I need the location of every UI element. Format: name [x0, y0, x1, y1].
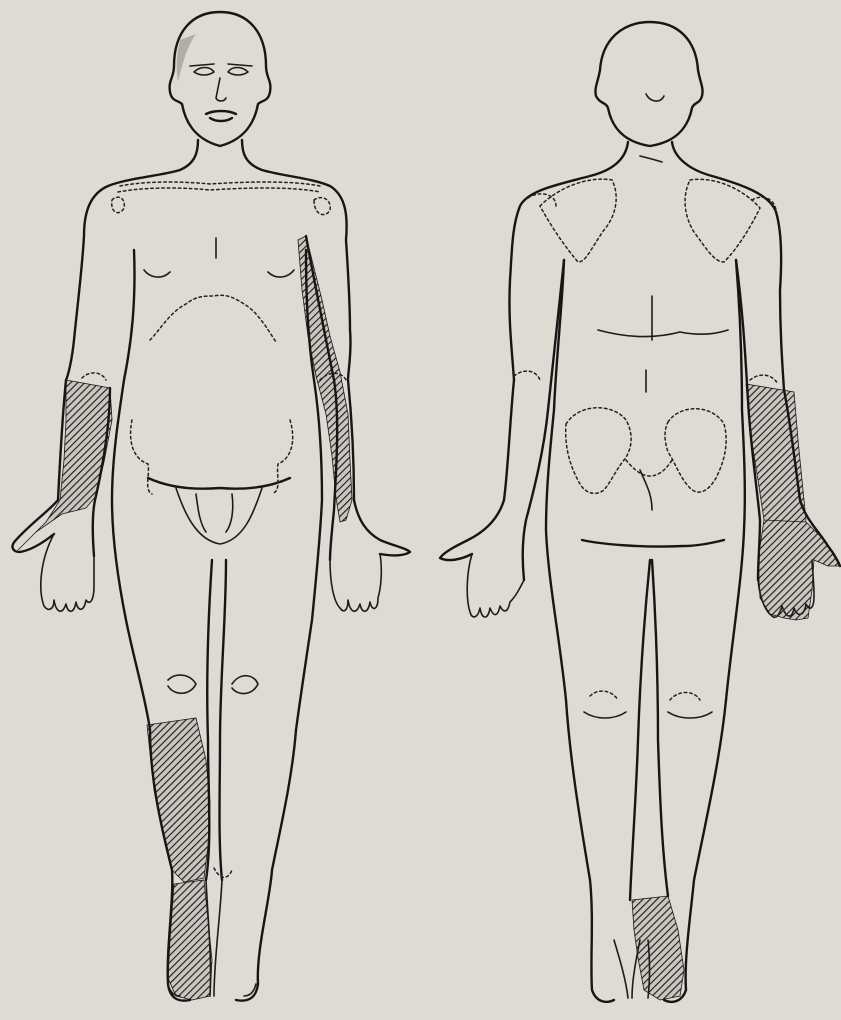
posterior-left-scapula	[540, 179, 616, 262]
anterior-nose	[216, 78, 226, 101]
posterior-sacrum	[626, 460, 672, 476]
posterior-torso-outline	[509, 142, 784, 390]
anterior-torso-sides	[112, 250, 322, 730]
anterior-right-hand	[41, 534, 94, 611]
posterior-right-scapula	[685, 179, 760, 262]
posterior-view	[440, 22, 840, 1002]
posterior-right-hand-shading	[758, 520, 840, 620]
anterior-genital-inner	[196, 494, 233, 532]
posterior-ear	[646, 94, 664, 101]
anterior-hair-shading	[177, 34, 196, 82]
anterior-shoulder-joints	[112, 197, 331, 214]
anterior-elbows	[82, 373, 346, 380]
posterior-shaded-regions	[632, 384, 840, 1000]
posterior-knee-creases	[584, 712, 712, 718]
anterior-right-eye	[228, 68, 248, 76]
posterior-spine	[640, 296, 652, 510]
anterior-knees	[168, 675, 258, 694]
anterior-ribcage	[150, 295, 276, 342]
anterior-groin	[148, 478, 290, 489]
anterior-genital	[176, 488, 262, 544]
posterior-neck-line	[640, 156, 662, 162]
posterior-left-hand	[467, 554, 524, 617]
anterior-right-foot-shading	[168, 880, 212, 1000]
anterior-ankles	[214, 868, 232, 877]
anterior-left-hand	[330, 554, 381, 611]
anterior-nipples	[144, 270, 294, 277]
posterior-knee-joints	[590, 691, 700, 700]
anterior-mouth	[206, 111, 236, 121]
posterior-right-forearm-shading	[746, 384, 806, 540]
posterior-waist	[598, 330, 728, 336]
posterior-pelvis	[566, 408, 726, 494]
anterior-brows	[190, 64, 252, 66]
anterior-clavicles	[118, 182, 320, 192]
posterior-head	[595, 22, 702, 146]
posterior-right-heel-shading	[632, 896, 684, 1000]
posterior-buttocks-line	[582, 540, 724, 547]
anterior-left-leg	[220, 560, 297, 1001]
posterior-skeletal-landmarks	[514, 179, 778, 700]
anterior-shaded-regions	[18, 236, 352, 1000]
anterior-view	[13, 12, 410, 1001]
anterior-left-eye	[194, 68, 214, 76]
anterior-hips	[131, 420, 293, 494]
